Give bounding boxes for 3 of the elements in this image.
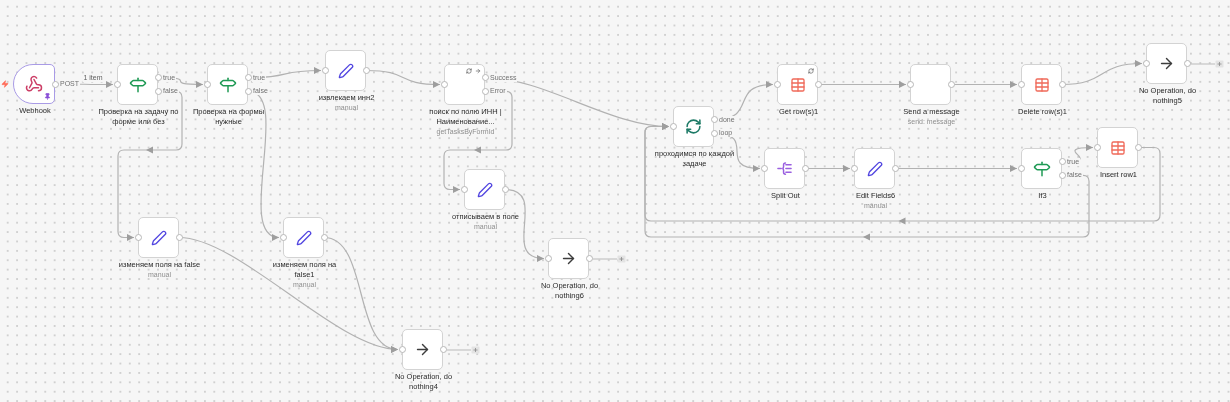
connector-arrow <box>644 123 1090 241</box>
connector-arrow <box>117 90 183 241</box>
connector-arrow <box>443 90 513 193</box>
